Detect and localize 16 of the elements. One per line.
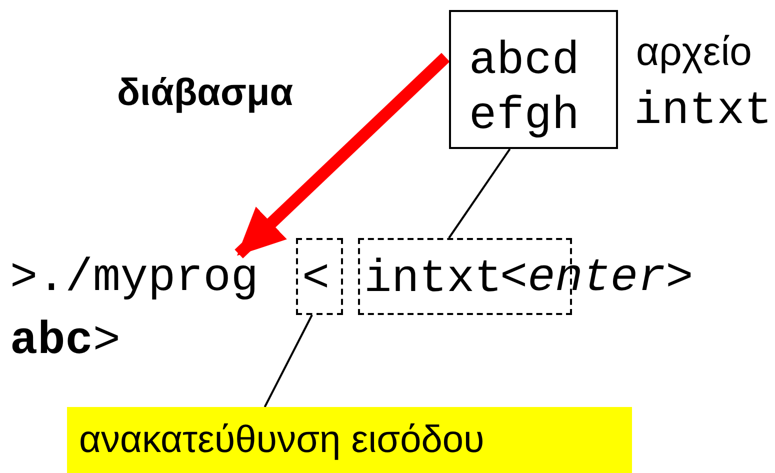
- note-box: [67, 407, 632, 473]
- file-caption: αρχείο: [636, 30, 752, 75]
- dashed-box: [296, 238, 343, 315]
- file-name-text: intxt: [634, 88, 772, 134]
- edge-label: διάβασμα: [117, 72, 294, 115]
- file-content-text: abcd efgh: [469, 34, 580, 144]
- file-name-text: intxt: [364, 256, 502, 302]
- command-text: >./myprog: [10, 255, 270, 305]
- redirect-symbol: <: [302, 256, 330, 302]
- prompt-text: abc>: [10, 318, 120, 364]
- leader-line: [264, 314, 313, 408]
- file-box: [449, 10, 618, 149]
- leader-line: [448, 148, 511, 239]
- arrow: [234, 52, 450, 258]
- key-hint-text: <enter>: [500, 255, 694, 301]
- note-text: ανακατεύθυνση εισόδου: [79, 419, 484, 462]
